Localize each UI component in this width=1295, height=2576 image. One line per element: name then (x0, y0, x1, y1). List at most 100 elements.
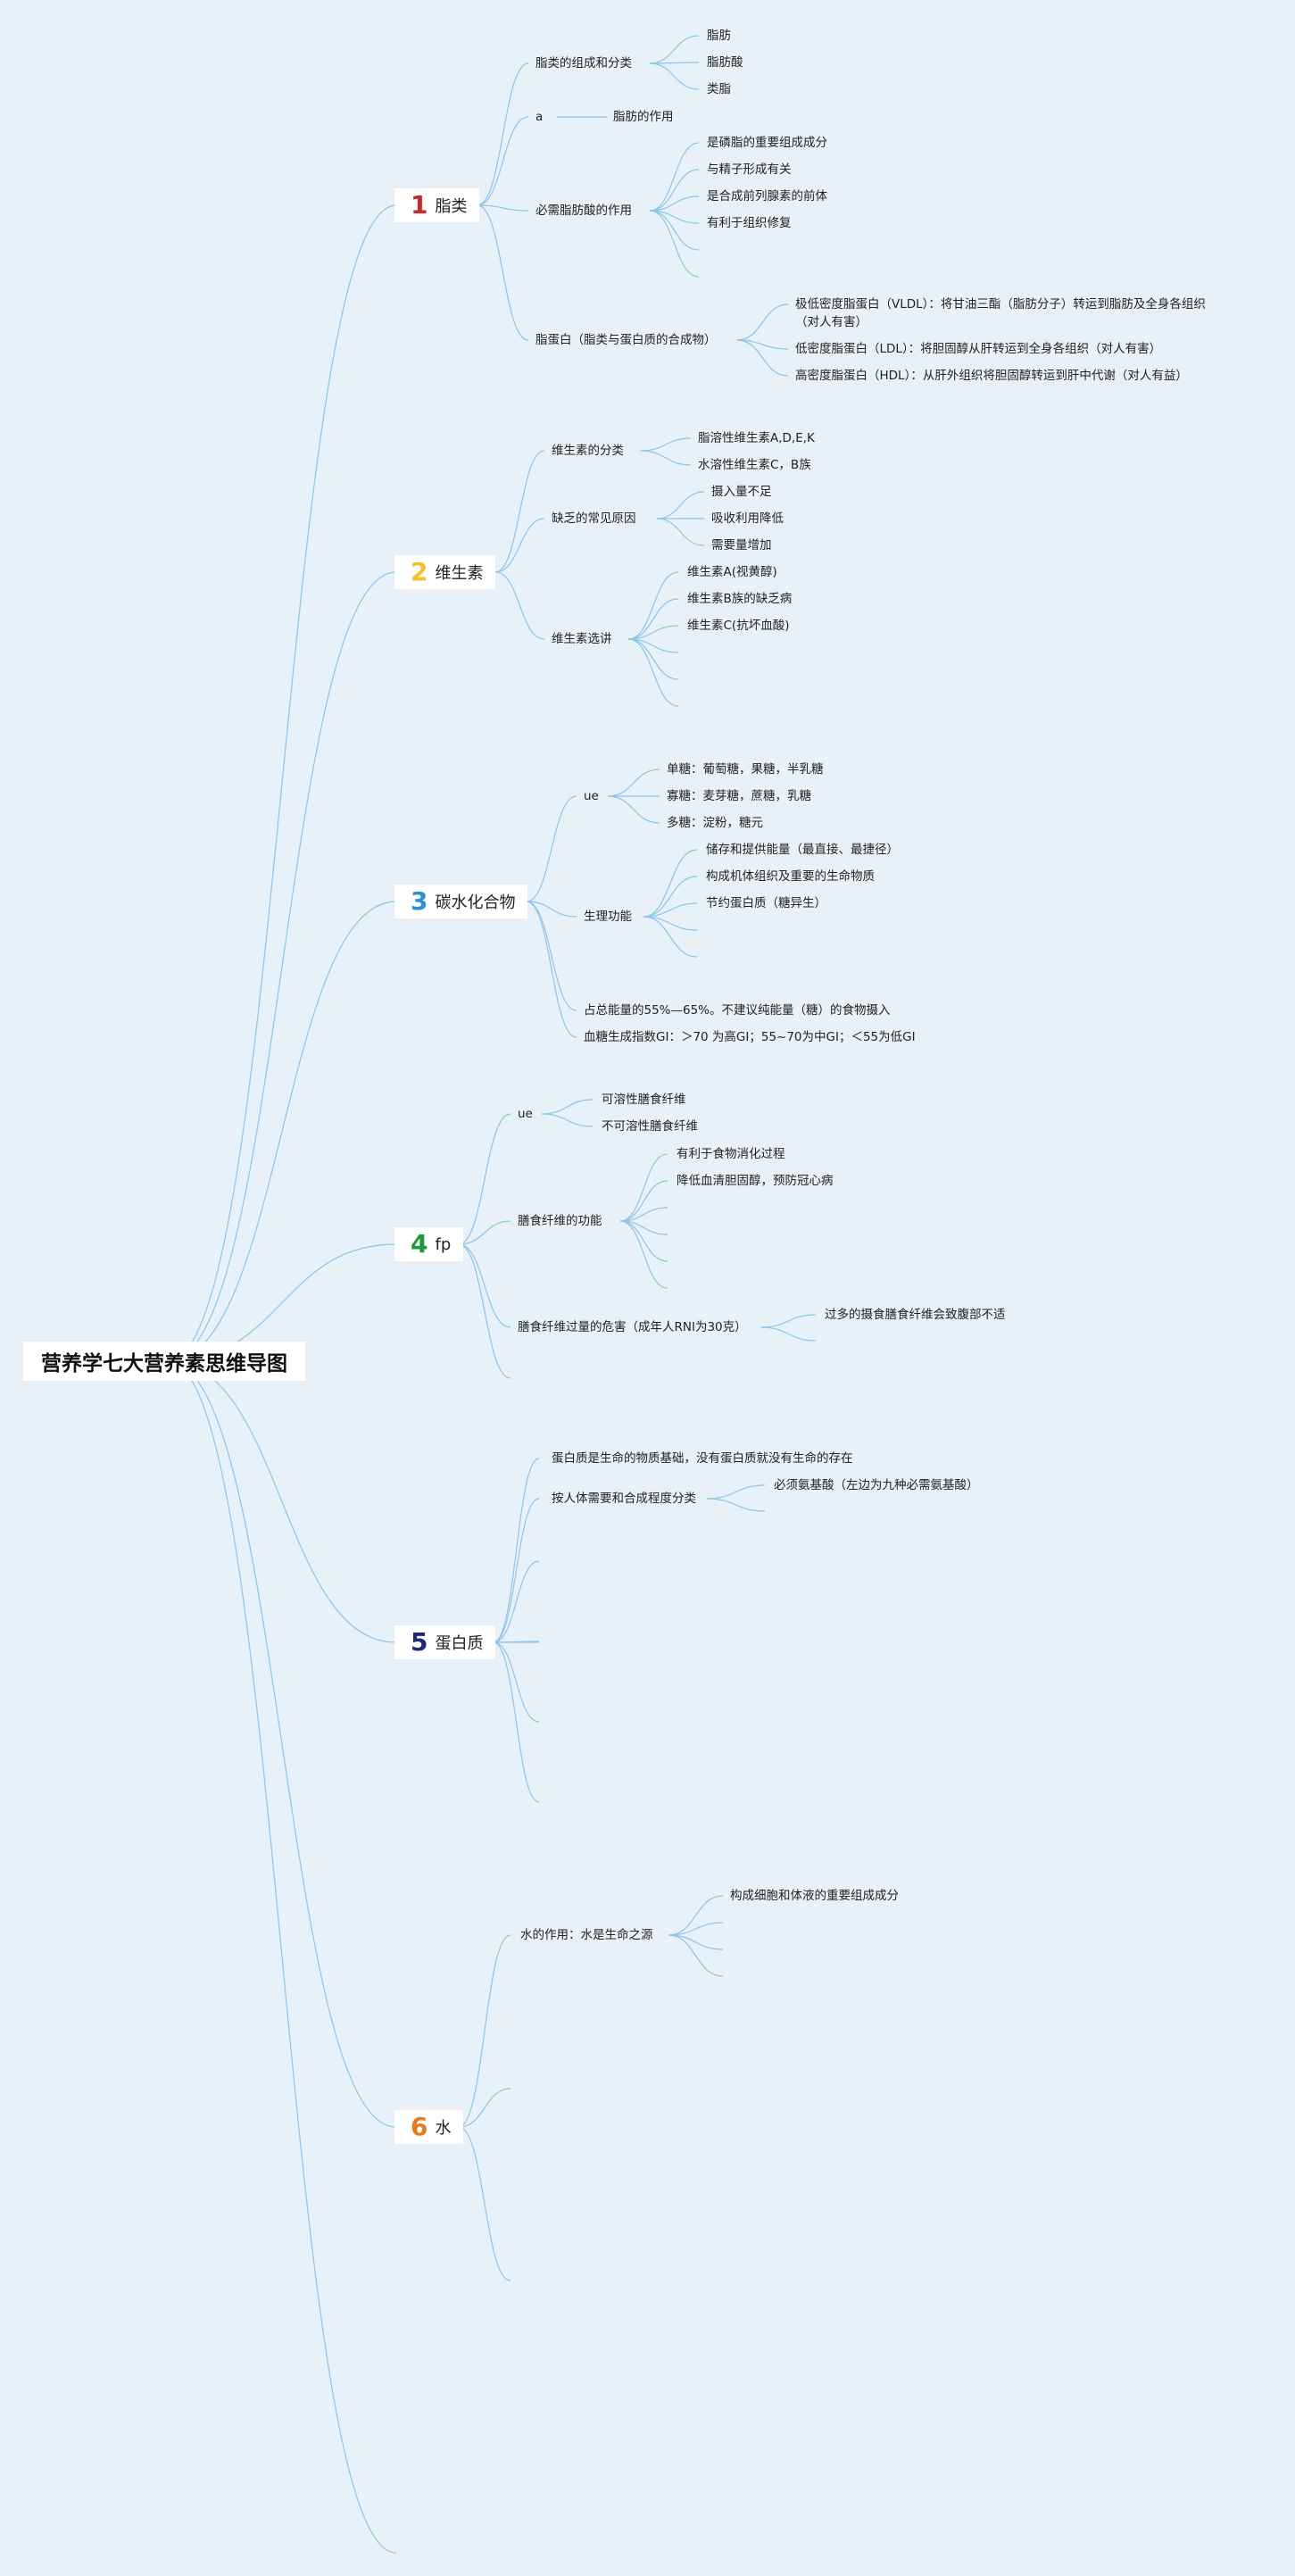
node-fib-1[interactable]: 有利于食物消化过程 (677, 1147, 785, 1161)
category-vitamins[interactable]: 2 维生素 (394, 555, 496, 589)
node-vit-c[interactable]: 维生素C(抗坏血酸) (687, 619, 790, 633)
node-water-function[interactable]: 水的作用：水是生命之源 (520, 1928, 653, 1942)
connector-line (167, 901, 397, 1362)
node-eaa[interactable]: 必须氨基酸（左边为九种必需氨基酸） (774, 1478, 979, 1492)
category-water[interactable]: 6 水 (394, 2110, 464, 2144)
connector-line (649, 169, 700, 212)
category-fiber[interactable]: 4 fp (394, 1227, 464, 1261)
category-number: 2 (411, 557, 428, 586)
category-number: 1 (411, 190, 428, 220)
connector-line (607, 795, 660, 824)
node-a[interactable]: a (535, 110, 544, 124)
node-water-1[interactable]: 构成细胞和体液的重要组成成分 (730, 1889, 899, 1903)
node-lipoid[interactable]: 类脂 (707, 82, 731, 96)
connector-line (627, 571, 679, 640)
node-vit-b[interactable]: 维生素B族的缺乏病 (687, 592, 793, 606)
node-insoluble-fiber[interactable]: 不可溶性膳食纤维 (602, 1119, 698, 1134)
node-fiber-excess-1[interactable]: 过多的摄食膳食纤维会致腹部不适 (825, 1308, 1006, 1322)
node-fiber-function[interactable]: 膳食纤维的功能 (518, 1214, 602, 1228)
node-lipid-composition[interactable]: 脂类的组成和分类 (535, 56, 632, 71)
node-efa-function[interactable]: 必需脂肪酸的作用 (535, 204, 632, 218)
node-soluble-fiber[interactable]: 可溶性膳食纤维 (602, 1093, 686, 1107)
node-protein-class[interactable]: 按人体需要和合成程度分类 (552, 1492, 696, 1506)
category-name: fp (435, 1234, 452, 1254)
connector-line (643, 916, 698, 931)
node-fp-ue[interactable]: ue (518, 1107, 533, 1121)
category-carbohydrates[interactable]: 3 碳水化合物 (394, 885, 528, 918)
connector-line (627, 598, 679, 640)
node-phy-1[interactable]: 储存和提供能量（最直接、最捷径） (706, 843, 899, 857)
node-fiber-excess[interactable]: 膳食纤维过量的危害（成年人RNI为30克） (518, 1320, 747, 1334)
node-energy-ratio[interactable]: 占总能量的55%—65%。不建议纯能量（糖）的食物摄入 (584, 1003, 891, 1018)
node-fatty-acid[interactable]: 脂肪酸 (707, 55, 743, 70)
connector-line (458, 2126, 511, 2281)
node-vit-class[interactable]: 维生素的分类 (552, 444, 624, 458)
connector-line (649, 62, 700, 90)
category-lipids[interactable]: 1 脂类 (394, 188, 480, 222)
category-number: 3 (411, 886, 428, 916)
connector-line (643, 916, 698, 958)
connector-line (627, 638, 679, 653)
connector-line (668, 1922, 724, 1936)
connector-line (477, 204, 529, 341)
connector-line (649, 210, 700, 224)
node-vldl[interactable]: 极低密度脂蛋白（VLDL）：将甘油三酯（脂肪分子）转运到脂肪及全身各组织 (795, 297, 1206, 312)
connector-line (526, 901, 577, 1011)
node-fib-2[interactable]: 降低血清胆固醇，预防冠心病 (677, 1174, 834, 1188)
connector-line (526, 901, 577, 918)
node-physio[interactable]: 生理功能 (584, 910, 632, 924)
node-fat[interactable]: 脂肪 (707, 29, 731, 43)
node-di[interactable]: 寡糖：麦芽糖，蔗糖，乳糖 (667, 789, 811, 803)
node-vldl-note[interactable]: （对人有害） (795, 315, 867, 329)
node-def-2[interactable]: 吸收利用降低 (711, 511, 784, 526)
connector-line (619, 1180, 668, 1222)
connector-line (167, 204, 397, 1362)
node-phy-3[interactable]: 节约蛋白质（糖异生） (706, 896, 826, 910)
node-vit-a[interactable]: 维生素A(视黄醇) (687, 565, 777, 579)
node-efa-3[interactable]: 是合成前列腺素的前体 (707, 189, 827, 204)
node-poly[interactable]: 多糖：淀粉，糖元 (667, 816, 763, 830)
connector-line (477, 62, 529, 206)
root-title: 营养学七大营养素思维导图 (41, 1352, 287, 1375)
connector-line (656, 518, 705, 546)
node-efa-2[interactable]: 与精子形成有关 (707, 162, 792, 177)
connector-line (668, 1895, 724, 1936)
node-hdl[interactable]: 高密度脂蛋白（HDL）：从肝外组织将胆固醇转运到肝中代谢（对人有益） (795, 369, 1188, 383)
connector-line (607, 769, 660, 797)
node-vit-detail[interactable]: 维生素选讲 (552, 632, 612, 646)
root-topic[interactable]: 营养学七大营养素思维导图 (23, 1342, 305, 1381)
connector-line (477, 204, 529, 212)
connector-line (668, 1934, 724, 1977)
connector-line (643, 902, 698, 918)
connector-line (526, 795, 577, 902)
node-gi[interactable]: 血糖生成指数GI：＞70 为高GI；55~70为中GI；＜55为低GI (584, 1030, 916, 1044)
category-name: 脂类 (435, 197, 468, 216)
connector-line (167, 1360, 397, 2554)
connector-line (706, 1484, 766, 1500)
node-water-soluble[interactable]: 水溶性维生素C，B族 (698, 458, 811, 472)
connector-line (643, 849, 698, 918)
node-ldl[interactable]: 低密度脂蛋白（LDL）：将胆固醇从肝转运到全身各组织（对人有害） (795, 342, 1162, 356)
node-efa-1[interactable]: 是磷脂的重要组成成分 (707, 136, 827, 150)
category-protein[interactable]: 5 蛋白质 (394, 1625, 496, 1659)
node-efa-4[interactable]: 有利于组织修复 (707, 216, 792, 230)
node-fat-soluble[interactable]: 脂溶性维生素A,D,E,K (698, 431, 815, 445)
node-def-1[interactable]: 摄入量不足 (711, 485, 772, 499)
node-protein-basis[interactable]: 蛋白质是生命的物质基础，没有蛋白质就没有生命的存在 (552, 1451, 853, 1466)
node-mono[interactable]: 单糖：葡萄糖，果糖，半乳糖 (667, 762, 824, 777)
connector-line (493, 1458, 540, 1643)
connector-line (458, 1113, 511, 1245)
connector-line (619, 1207, 668, 1222)
node-def-3[interactable]: 需要量增加 (711, 538, 772, 553)
node-lipoprotein[interactable]: 脂蛋白（脂类与蛋白质的合成物） (535, 333, 717, 347)
node-fat-function[interactable]: 脂肪的作用 (613, 110, 674, 124)
connector-line (706, 1498, 766, 1512)
connector-line (649, 210, 700, 278)
connector-line (477, 116, 529, 206)
connector-line (494, 450, 545, 573)
node-deficiency[interactable]: 缺乏的常见原因 (552, 511, 636, 526)
category-number: 4 (411, 1229, 428, 1259)
node-carb-ue[interactable]: ue (584, 789, 599, 803)
node-phy-2[interactable]: 构成机体组织及重要的生命物质 (706, 869, 875, 884)
